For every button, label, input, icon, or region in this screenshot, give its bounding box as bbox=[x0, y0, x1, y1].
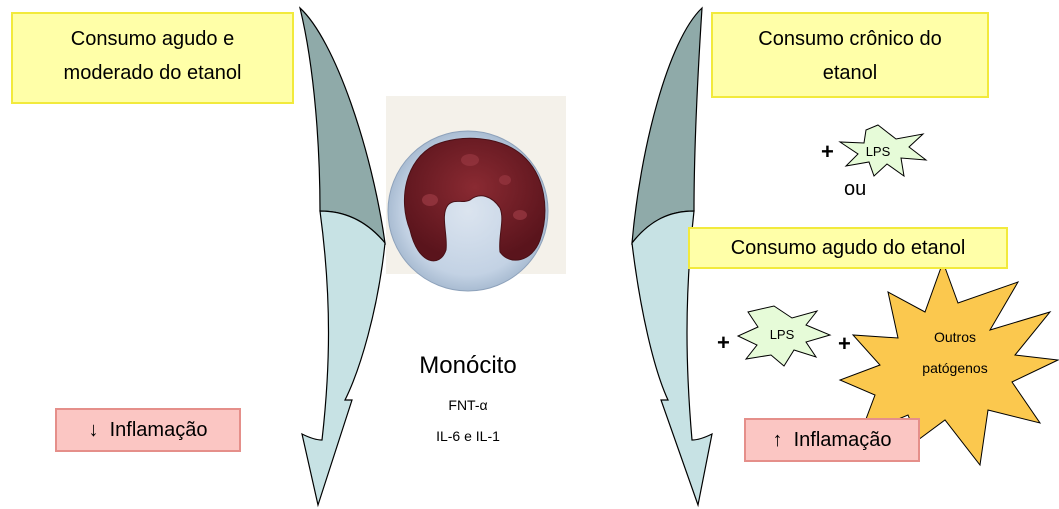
nucleus-spot bbox=[461, 154, 479, 166]
lps-label-1: LPS bbox=[858, 144, 898, 159]
acute-moderate-ethanol-line-2: moderado do etanol bbox=[13, 56, 292, 90]
chronic-ethanol-line-2: etanol bbox=[713, 56, 987, 90]
left-curved-arrow bbox=[300, 8, 385, 505]
nucleus-spot bbox=[499, 175, 511, 185]
cytokine-fnt-alpha: FNT-α bbox=[418, 397, 518, 413]
plus-sign-1: + bbox=[821, 139, 834, 165]
other-pathogens-line-1: Outros bbox=[910, 329, 1000, 345]
other-pathogens-line-2: patógenos bbox=[910, 360, 1000, 376]
acute-ethanol-box: Consumo agudo do etanol bbox=[688, 227, 1008, 269]
nucleus-spot bbox=[422, 194, 438, 206]
decreased-inflammation-box: ↓ Inflamação bbox=[55, 408, 241, 452]
cytokine-il6-il1: IL-6 e IL-1 bbox=[418, 428, 518, 444]
or-label: ou bbox=[844, 178, 866, 201]
right-arrow-upper bbox=[632, 8, 702, 243]
chronic-ethanol-box: Consumo crônico do etanol bbox=[711, 12, 989, 98]
plus-sign-3: + bbox=[838, 331, 851, 357]
increased-inflammation-box: ↑ Inflamação bbox=[744, 418, 920, 462]
chronic-ethanol-line-1: Consumo crônico do bbox=[713, 22, 987, 56]
monocyte-image bbox=[386, 96, 566, 291]
acute-moderate-ethanol-line-1: Consumo agudo e bbox=[13, 22, 292, 56]
plus-sign-2: + bbox=[717, 330, 730, 356]
left-arrow-lower bbox=[302, 211, 385, 505]
lps-label-2: LPS bbox=[762, 327, 802, 342]
acute-moderate-ethanol-box: Consumo agudo e moderado do etanol bbox=[11, 12, 294, 104]
monocyte-label: Monócito bbox=[418, 352, 518, 380]
nucleus-spot bbox=[513, 210, 527, 220]
left-arrow-upper bbox=[300, 8, 385, 243]
